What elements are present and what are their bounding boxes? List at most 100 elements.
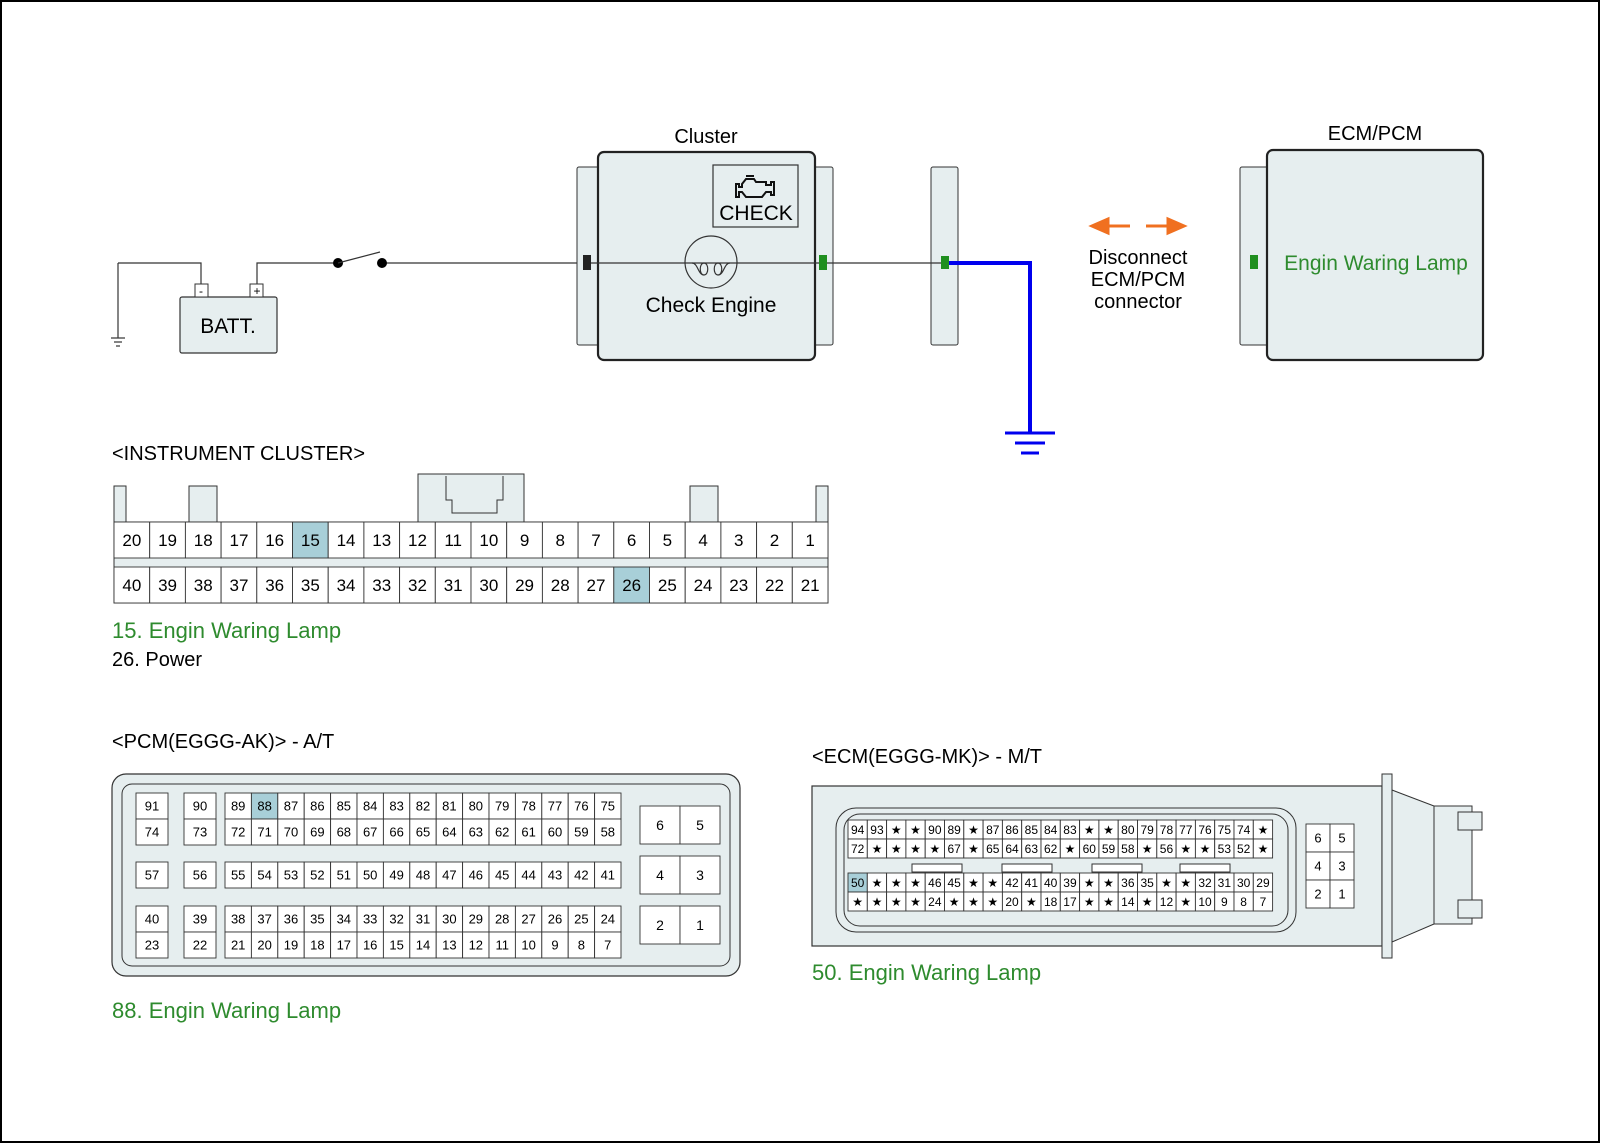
pin-label: 59 bbox=[574, 825, 588, 840]
pin-label: ★ bbox=[987, 876, 998, 890]
pin-★: ★ bbox=[982, 891, 1003, 912]
pin-59: 59 bbox=[1098, 838, 1119, 859]
disconnect-line-1: Disconnect bbox=[1089, 247, 1188, 269]
pin-label: 3 bbox=[696, 867, 704, 883]
pin-44: 44 bbox=[514, 861, 543, 889]
pin-label: 53 bbox=[284, 868, 298, 883]
pin-label: 47 bbox=[442, 868, 456, 883]
pin-28: 28 bbox=[541, 566, 579, 604]
pin-40: 40 bbox=[135, 905, 169, 933]
pin-label: 35 bbox=[1140, 876, 1154, 890]
pin-14: 14 bbox=[327, 521, 365, 559]
pin-label: 51 bbox=[337, 868, 351, 883]
pin-label: 41 bbox=[601, 868, 615, 883]
pin-26: 26 bbox=[541, 905, 569, 933]
pin-32: 32 bbox=[382, 905, 411, 933]
switch-icon bbox=[333, 251, 387, 268]
pin-20: 20 bbox=[1001, 891, 1023, 912]
pin-label: 12 bbox=[1160, 895, 1174, 909]
pin-72: 72 bbox=[224, 818, 252, 846]
pin-label: ★ bbox=[1084, 876, 1095, 890]
pin-label: 91 bbox=[145, 799, 159, 814]
pin-label: 56 bbox=[1160, 842, 1174, 856]
pin-★: ★ bbox=[1194, 838, 1216, 859]
pin-1: 1 bbox=[1329, 879, 1355, 909]
pin-label: 15 bbox=[301, 531, 320, 550]
pin-label: 26 bbox=[622, 576, 641, 595]
pin-label: ★ bbox=[987, 895, 998, 909]
pin-58: 58 bbox=[594, 818, 622, 846]
pin-label: 86 bbox=[1005, 823, 1019, 837]
ic-note-2: 26. Power bbox=[112, 649, 202, 671]
pin-label: 10 bbox=[521, 938, 535, 953]
pin-45: 45 bbox=[488, 861, 516, 889]
pin-10: 10 bbox=[1194, 891, 1216, 912]
pin-★: ★ bbox=[1137, 891, 1158, 912]
pin-94: 94 bbox=[847, 819, 868, 840]
pin-label: 35 bbox=[301, 576, 320, 595]
pin-89: 89 bbox=[224, 792, 252, 820]
pin-★: ★ bbox=[905, 891, 926, 912]
pin-label: ★ bbox=[1103, 895, 1114, 909]
pin-label: ★ bbox=[1200, 842, 1211, 856]
pin-15: 15 bbox=[292, 521, 329, 559]
pin-label: 24 bbox=[928, 895, 942, 909]
pin-label: 2 bbox=[770, 531, 779, 550]
pin-label: 14 bbox=[1121, 895, 1135, 909]
pin-label: ★ bbox=[1084, 895, 1095, 909]
pin-14: 14 bbox=[1117, 891, 1138, 912]
pin-label: 22 bbox=[193, 938, 207, 953]
pin-17: 17 bbox=[1059, 891, 1081, 912]
pin-55: 55 bbox=[224, 861, 252, 889]
pin-27: 27 bbox=[577, 566, 615, 604]
pin-57: 57 bbox=[135, 861, 169, 889]
pin-label: 50 bbox=[363, 868, 377, 883]
pin-label: 42 bbox=[574, 868, 588, 883]
pin-8: 8 bbox=[1233, 891, 1254, 912]
pin-★: ★ bbox=[1098, 819, 1119, 840]
pin-label: 10 bbox=[479, 531, 498, 550]
pin-label: 73 bbox=[193, 825, 207, 840]
pin-86: 86 bbox=[1001, 819, 1023, 840]
pin-77: 77 bbox=[541, 792, 569, 820]
pin-9: 9 bbox=[506, 521, 543, 559]
pin-label: ★ bbox=[1180, 895, 1191, 909]
pin-4: 4 bbox=[684, 521, 722, 559]
pin-label: 17 bbox=[337, 938, 351, 953]
pin-label: 8 bbox=[556, 531, 565, 550]
pin-58: 58 bbox=[1117, 838, 1138, 859]
pin-label: 34 bbox=[337, 576, 356, 595]
pin-label: ★ bbox=[1180, 876, 1191, 890]
pin-★: ★ bbox=[1175, 891, 1196, 912]
pin-label: 37 bbox=[229, 576, 248, 595]
pin-label: ★ bbox=[891, 823, 902, 837]
pin-label: 16 bbox=[363, 938, 377, 953]
pin-label: ★ bbox=[1258, 842, 1269, 856]
pin-label: 87 bbox=[284, 799, 298, 814]
pin-label: 41 bbox=[1025, 876, 1039, 890]
pin-label: 21 bbox=[801, 576, 820, 595]
pin-87: 87 bbox=[277, 792, 305, 820]
pin-label: 4 bbox=[698, 531, 707, 550]
pin-7: 7 bbox=[1252, 891, 1274, 912]
pin-label: 36 bbox=[265, 576, 284, 595]
pin-20: 20 bbox=[113, 521, 151, 559]
pin-7: 7 bbox=[594, 931, 622, 959]
pin-67: 67 bbox=[944, 838, 965, 859]
pin-label: 27 bbox=[586, 576, 605, 595]
pin-23: 23 bbox=[720, 566, 758, 604]
pin-label: 2 bbox=[656, 917, 664, 933]
pin-7: 7 bbox=[577, 521, 615, 559]
pin-6: 6 bbox=[613, 521, 650, 559]
pin-label: 20 bbox=[1005, 895, 1019, 909]
pin-4: 4 bbox=[639, 855, 681, 895]
pin-label: 5 bbox=[663, 531, 672, 550]
pin-83: 83 bbox=[382, 792, 411, 820]
pin-label: 46 bbox=[469, 868, 483, 883]
pin-27: 27 bbox=[514, 905, 543, 933]
pin-71: 71 bbox=[250, 818, 279, 846]
pin-label: 59 bbox=[1102, 842, 1116, 856]
pin-label: 40 bbox=[122, 576, 141, 595]
pin-label: 83 bbox=[389, 799, 403, 814]
pin-18: 18 bbox=[303, 931, 332, 959]
